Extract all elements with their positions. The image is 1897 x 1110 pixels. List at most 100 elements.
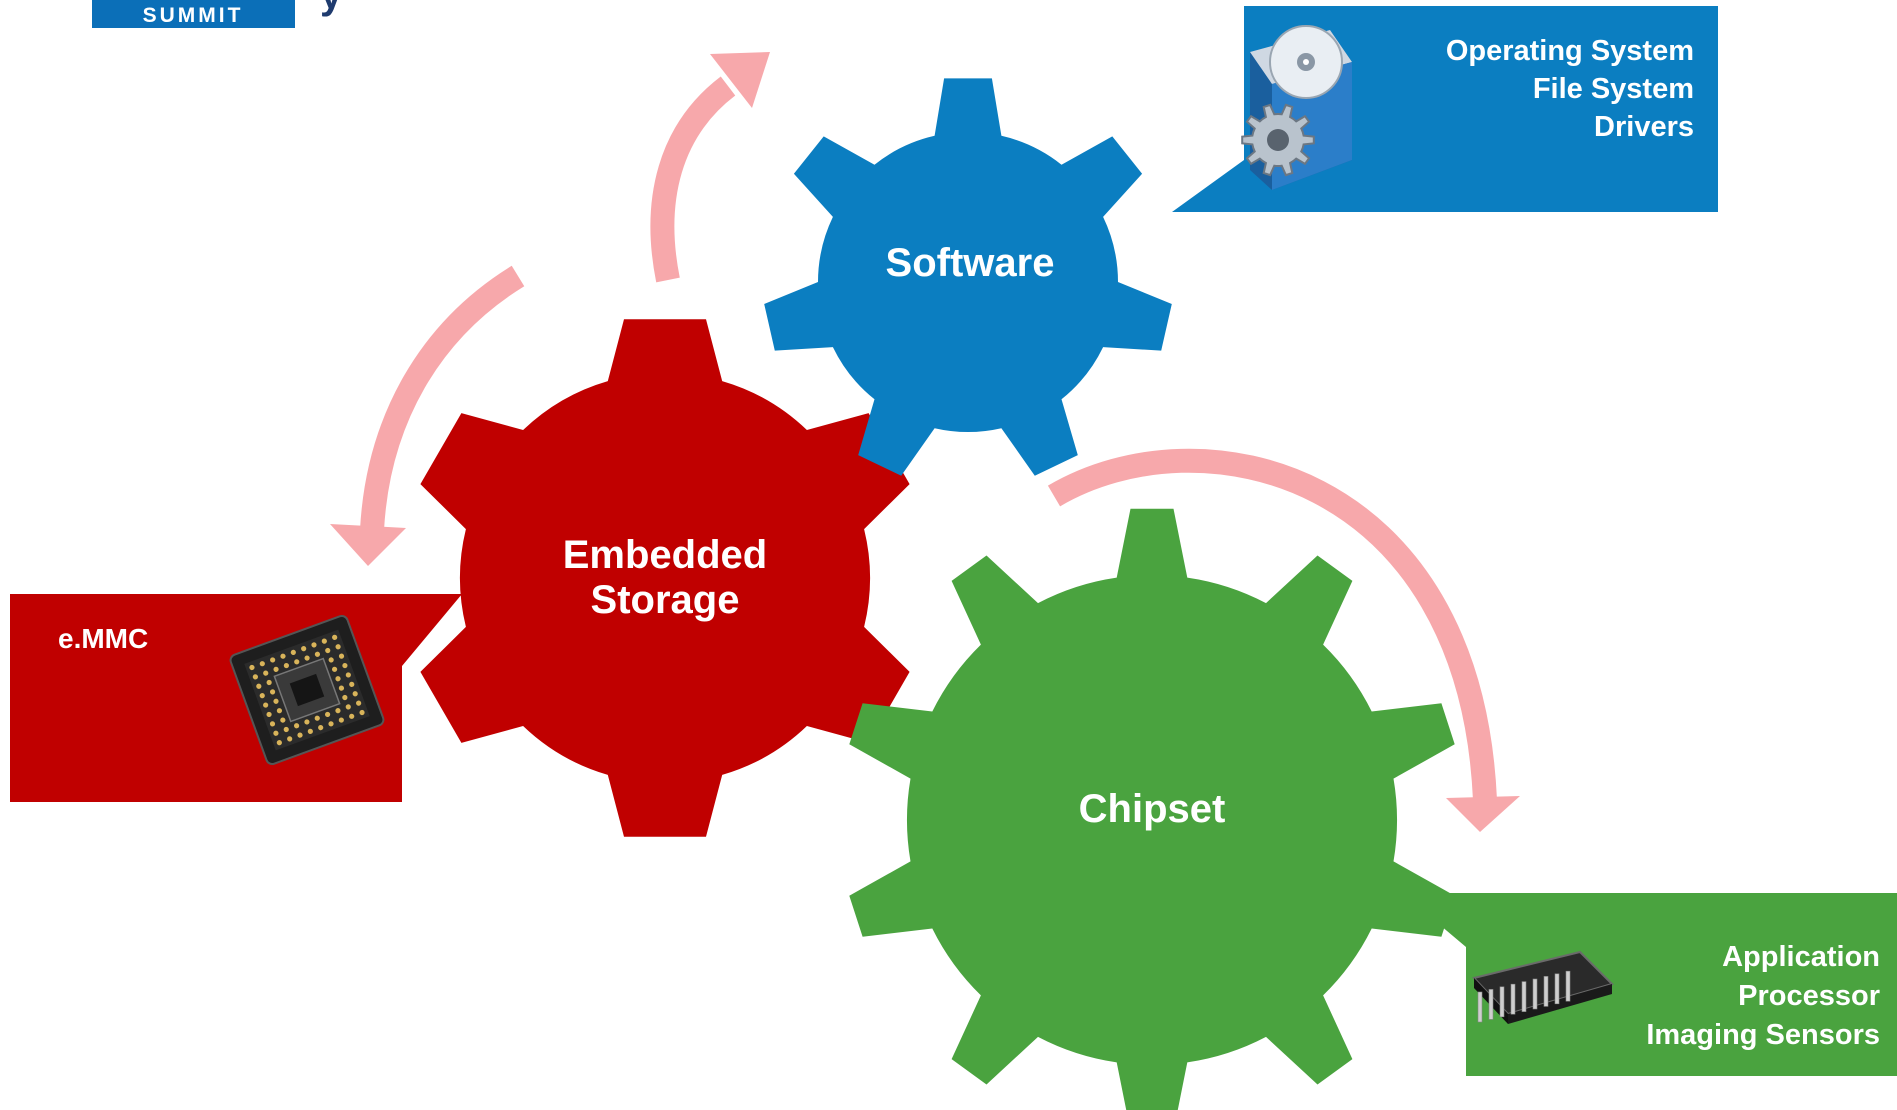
arrow-to-emmc-shaft <box>360 265 525 531</box>
gear-chipset-label: Chipset <box>1079 787 1226 831</box>
bga-ball <box>287 736 293 742</box>
bga-ball <box>321 638 327 644</box>
bga-ball <box>290 649 296 656</box>
software-callout: Operating System File System Drivers <box>1172 6 1718 212</box>
bga-ball <box>256 683 262 689</box>
chip-pin <box>1499 986 1505 1018</box>
arrow-to-emmc-head <box>330 524 406 566</box>
bga-ball <box>325 647 331 654</box>
gear-embedded-storage-label-1: Embedded <box>563 533 767 577</box>
bga-ball <box>294 659 300 665</box>
bga-ball <box>335 708 341 714</box>
chip-pin <box>1510 983 1516 1015</box>
processor-chip-icon <box>1472 950 1614 1024</box>
bga-ball <box>338 685 345 691</box>
bga-ball <box>249 664 255 671</box>
bga-ball <box>356 700 362 706</box>
bga-ball <box>314 715 320 721</box>
bga-ball <box>338 653 345 659</box>
chipset-callout-line-2: Processor <box>1738 980 1880 1012</box>
chipset-callout-shape <box>1402 893 1897 1076</box>
bga-ball <box>311 642 317 648</box>
bga-chip-icon <box>229 614 385 766</box>
chip-pin <box>1532 978 1538 1010</box>
bga-ball <box>273 698 279 704</box>
arrow-to-chipset-callout-head <box>1446 796 1520 832</box>
bga-ball <box>273 666 279 672</box>
chipset-callout-line-3: Imaging Sensors <box>1646 1019 1880 1051</box>
chip-pin <box>1565 970 1571 1002</box>
bga-ball <box>335 676 341 682</box>
gear-software-shape <box>764 78 1172 476</box>
bga-ball <box>259 661 265 667</box>
bga-ball <box>304 655 310 661</box>
bga-ball <box>269 721 276 727</box>
bga-ball <box>280 717 286 723</box>
bga-ball <box>252 674 258 680</box>
mini-gear-hub <box>1267 129 1289 151</box>
bga-ball <box>318 724 324 731</box>
bga-ball <box>345 672 351 678</box>
chip-pin <box>1488 989 1494 1020</box>
gear-embedded-storage-shape <box>420 319 910 837</box>
bga-ball <box>335 644 341 650</box>
bga-ball <box>304 719 310 725</box>
bga-ball <box>301 646 307 652</box>
bga-ball <box>273 730 279 736</box>
bga-ball <box>331 666 338 672</box>
bga-ball <box>349 681 355 687</box>
gear-embedded-storage-label-2: Storage <box>591 578 740 622</box>
bga-ball <box>342 662 348 669</box>
chip-pin <box>1477 991 1483 1023</box>
bga-ball <box>297 732 303 738</box>
bga-ball <box>328 721 334 727</box>
summit-logo: SUMMIT y <box>92 0 343 28</box>
bga-ball <box>266 679 272 686</box>
chip-pin <box>1554 973 1560 1005</box>
software-callout-line-1: Operating System <box>1446 35 1694 67</box>
bga-ball <box>359 709 365 716</box>
bga-ball <box>270 657 276 663</box>
bga-ball <box>263 670 269 676</box>
bga-ball <box>324 711 331 718</box>
bga-ball <box>263 702 269 708</box>
bga-ball <box>307 728 313 734</box>
gear-chipset-shape <box>849 508 1455 1110</box>
software-callout-line-2: File System <box>1533 73 1694 105</box>
bga-ball <box>276 740 282 746</box>
gear-software: Software <box>764 78 1172 476</box>
bga-ball <box>328 657 334 663</box>
arrow-to-software-shaft <box>650 76 736 283</box>
chipset-callout: Application Processor Imaging Sensors <box>1402 893 1897 1076</box>
gear-chipset: Chipset <box>849 508 1455 1110</box>
emmc-callout-label: e.MMC <box>58 623 148 654</box>
arrow-to-software-head <box>710 52 770 108</box>
software-box-icon <box>1241 25 1352 190</box>
bga-ball <box>283 726 289 733</box>
bga-ball <box>293 723 300 729</box>
gear-software-label: Software <box>886 241 1055 285</box>
logo-text: SUMMIT <box>143 4 244 27</box>
bga-ball <box>280 653 286 659</box>
bga-ball <box>338 717 344 723</box>
logo-background <box>92 0 295 28</box>
bga-ball <box>276 708 283 714</box>
chip-pin <box>1521 981 1527 1012</box>
bga-ball <box>259 693 265 699</box>
bga-ball <box>314 651 321 657</box>
bga-ball <box>332 634 338 640</box>
bga-ball <box>352 691 358 697</box>
emmc-callout: e.MMC <box>10 594 462 802</box>
logo-fragment: y <box>320 0 343 17</box>
arrow-to-chipset-callout-shaft <box>1047 448 1497 801</box>
arrows-layer <box>330 52 1520 832</box>
bga-ball <box>266 711 272 718</box>
gear-embedded-storage: Embedded Storage <box>420 319 910 837</box>
bga-ball <box>269 689 276 695</box>
chipset-callout-line-1: Application <box>1722 941 1880 973</box>
software-callout-line-3: Drivers <box>1594 111 1694 143</box>
bga-ball <box>349 713 355 719</box>
bga-ball <box>345 704 351 710</box>
